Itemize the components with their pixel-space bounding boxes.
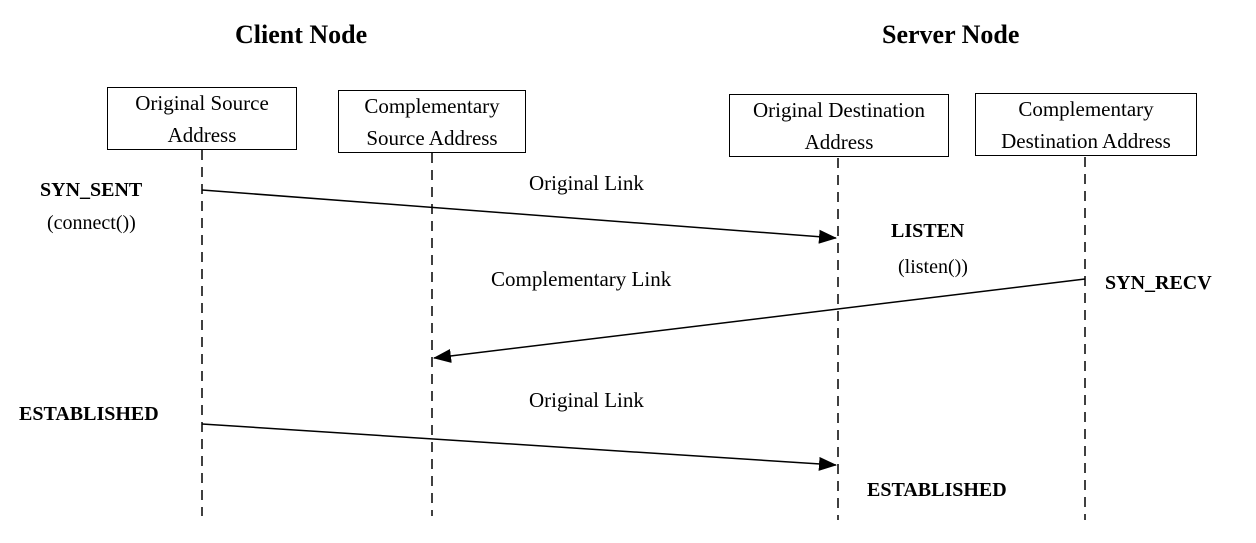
state-established-server: ESTABLISHED (867, 479, 1007, 501)
call-listen: (listen()) (898, 256, 968, 278)
client-node-heading: Client Node (235, 20, 368, 49)
participant-original-destination: Original Destination Address (729, 94, 949, 157)
participant-label-line: Address (804, 129, 874, 154)
message-arrow-original-link-2 (201, 423, 837, 471)
call-connect: (connect()) (47, 212, 136, 234)
participant-label-line: Address (167, 122, 237, 147)
participant-label-line: Destination Address (1001, 128, 1171, 153)
message-label-original-link-2: Original Link (529, 388, 644, 412)
server-node-heading: Server Node (882, 20, 1020, 49)
participant-complementary-source: Complementary Source Address (338, 90, 526, 153)
message-arrow-complementary-link (433, 278, 1086, 363)
state-established-client: ESTABLISHED (19, 403, 159, 425)
participant-label-line: Original Source (135, 90, 269, 115)
participant-original-source: Original Source Address (107, 87, 297, 150)
message-arrow-original-link-1 (201, 189, 837, 244)
participant-label-line: Original Destination (752, 97, 926, 122)
participant-label-line: Complementary (364, 93, 500, 118)
state-syn-recv: SYN_RECV (1105, 272, 1212, 294)
message-label-original-link-1: Original Link (529, 171, 644, 195)
state-syn-sent: SYN_SENT (40, 179, 143, 201)
participant-label-line: Complementary (1018, 96, 1154, 121)
state-listen: LISTEN (891, 220, 965, 242)
participant-label-line: Source Address (366, 125, 498, 150)
participant-complementary-destination: Complementary Destination Address (975, 93, 1197, 156)
message-label-complementary-link: Complementary Link (491, 267, 672, 291)
